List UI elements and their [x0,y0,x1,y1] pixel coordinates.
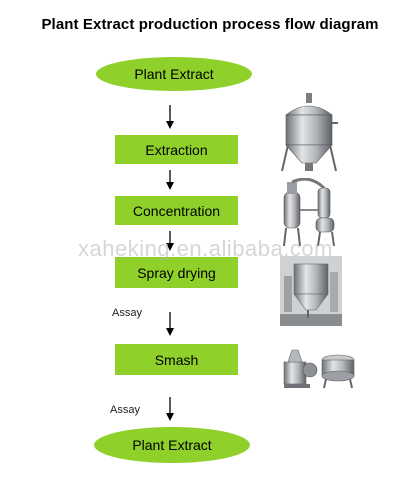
step-spray-drying: Spray drying [115,257,238,288]
start-node-label: Plant Extract [134,66,214,82]
step-spray-drying-label: Spray drying [137,264,216,281]
step-smash: Smash [115,344,238,375]
assay-note-2: Assay [110,404,140,416]
concentrator-image [283,178,335,247]
step-concentration-label: Concentration [132,202,221,219]
end-node-label: Plant Extract [132,437,212,453]
step-extraction: Extraction [115,135,238,164]
arrow-1 [166,105,174,129]
diagram-title: Plant Extract production process flow di… [41,16,379,33]
arrow-2 [166,170,174,190]
end-node: Plant Extract [94,427,250,463]
start-node: Plant Extract [96,57,252,91]
step-concentration: Concentration [115,196,238,225]
arrow-3 [166,231,174,251]
step-extraction-label: Extraction [145,141,208,158]
extraction-tank-image [281,93,338,172]
step-smash-label: Smash [154,351,199,368]
assay-note-1: Assay [112,307,142,319]
watermark: xaheking.en.alibaba.com [78,236,333,261]
arrow-4 [166,312,174,336]
spray-dryer-image [280,256,342,326]
arrow-5 [166,397,174,421]
grinder-and-sieve-image [283,349,355,389]
